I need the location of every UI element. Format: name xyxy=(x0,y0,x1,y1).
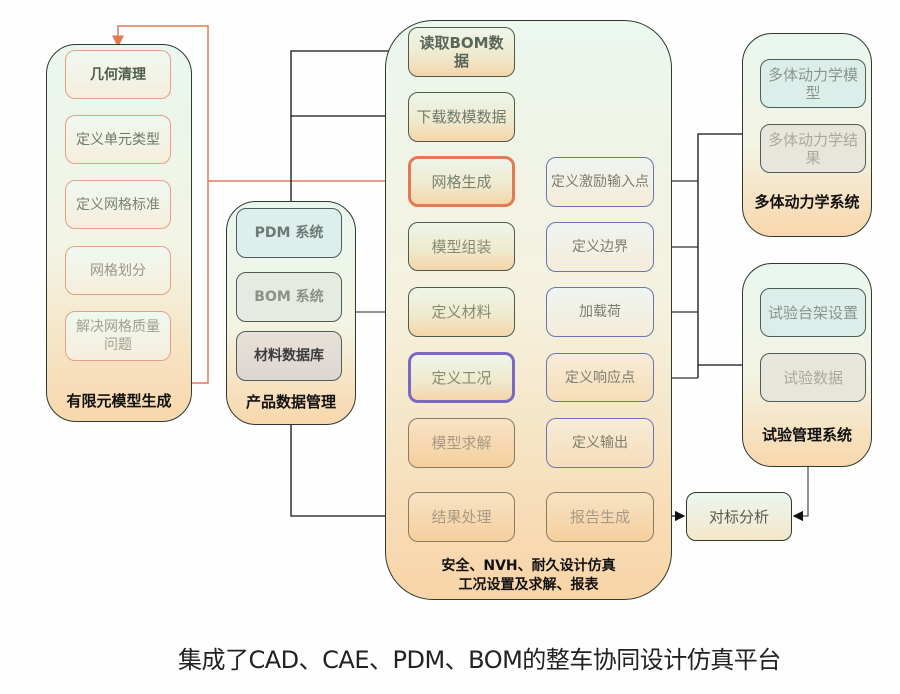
fem-step-element-type[interactable]: 定义单元类型 xyxy=(65,115,171,164)
pdm-to-results-connector xyxy=(290,425,406,522)
fem-step-mesh-quality[interactable]: 解决网格质量问题 xyxy=(65,311,171,361)
step-download-cad[interactable]: 下载数模数据 xyxy=(408,92,515,142)
pdm-system[interactable]: PDM 系统 xyxy=(236,208,342,258)
group-simulation-title-line2: 工况设置及求解、报表 xyxy=(458,577,599,593)
step-define-load-case[interactable]: 定义工况 xyxy=(408,352,515,403)
material-database[interactable]: 材料数据库 xyxy=(236,331,342,381)
test-to-benchmark-connector xyxy=(792,467,809,522)
step-mesh-generation[interactable]: 网格生成 xyxy=(408,156,515,207)
mbd-to-load-connector xyxy=(697,133,742,378)
fem-step-meshing[interactable]: 网格划分 xyxy=(65,246,171,295)
step-report-generation[interactable]: 报告生成 xyxy=(546,492,654,542)
multibody-results[interactable]: 多体动力学结果 xyxy=(760,124,866,173)
group-fem-title: 有限元模型生成 xyxy=(66,392,172,410)
fem-step-geometry-cleanup[interactable]: 几何清理 xyxy=(65,50,171,99)
diagram-caption: 集成了CAD、CAE、PDM、BOM的整车协同设计仿真平台 xyxy=(178,646,781,674)
benchmark-analysis[interactable]: 对标分析 xyxy=(686,492,792,541)
group-test-title: 试验管理系统 xyxy=(761,426,852,444)
load-step-boundary[interactable]: 定义边界 xyxy=(546,222,654,272)
step-define-material[interactable]: 定义材料 xyxy=(408,287,515,337)
test-data[interactable]: 试验数据 xyxy=(760,353,866,402)
group-multibody-title: 多体动力学系统 xyxy=(754,193,860,211)
load-step-output[interactable]: 定义输出 xyxy=(546,418,654,468)
multibody-model[interactable]: 多体动力学模型 xyxy=(760,59,866,108)
group-fem: 有限元模型生成 xyxy=(46,44,192,422)
group-simulation-title-line1: 安全、NVH、耐久设计仿真 xyxy=(441,558,616,574)
group-pdm-title: 产品数据管理 xyxy=(245,393,336,411)
pdm-to-bom-connector xyxy=(290,45,406,201)
fem-step-mesh-standard[interactable]: 定义网格标准 xyxy=(65,180,171,229)
test-rig-setup[interactable]: 试验台架设置 xyxy=(760,288,866,337)
bom-system[interactable]: BOM 系统 xyxy=(236,272,342,322)
load-step-excitation-point[interactable]: 定义激励输入点 xyxy=(546,157,654,207)
step-read-bom[interactable]: 读取BOM数据 xyxy=(408,27,515,77)
step-results-processing[interactable]: 结果处理 xyxy=(408,492,515,542)
step-solve[interactable]: 模型求解 xyxy=(408,418,515,468)
load-step-apply-load[interactable]: 加载荷 xyxy=(546,287,654,337)
load-step-response-point[interactable]: 定义响应点 xyxy=(546,353,654,402)
step-model-assembly[interactable]: 模型组装 xyxy=(408,222,515,271)
